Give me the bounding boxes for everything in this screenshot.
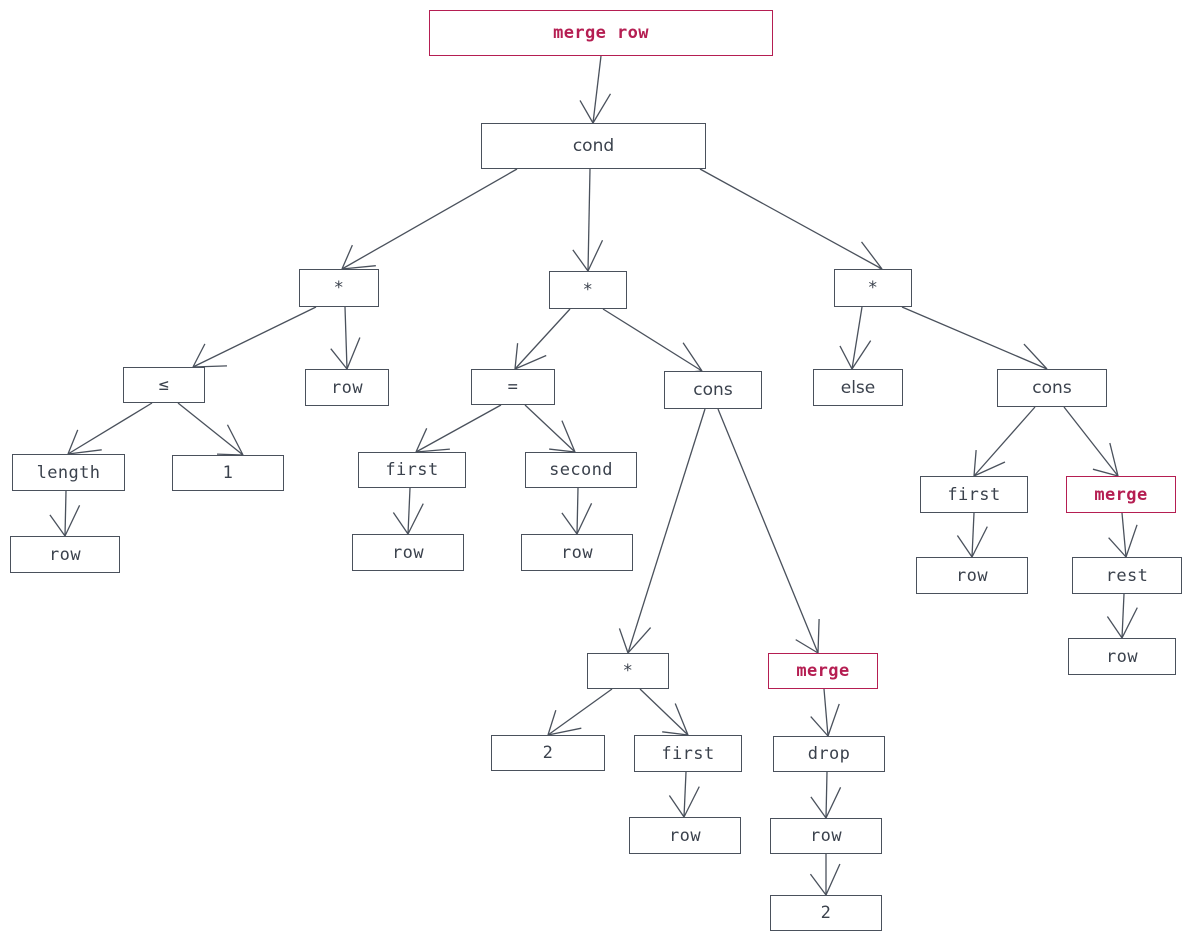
ast-node-label: merge [1094, 484, 1148, 505]
ast-node-length[interactable]: length [12, 454, 125, 491]
ast-node-row[interactable]: row [629, 817, 741, 854]
ast-node-rest[interactable]: rest [1072, 557, 1182, 594]
ast-node-row[interactable]: row [1068, 638, 1176, 675]
ast-node-label: cond [572, 136, 615, 156]
ast-node-label: cons [693, 380, 733, 400]
ast-node-label: else [840, 377, 876, 398]
ast-node-row[interactable]: row [305, 369, 389, 406]
ast-node-label: * [622, 661, 634, 681]
ast-node-label: length [36, 462, 101, 483]
ast-node-label: row [561, 542, 593, 563]
ast-node-row[interactable]: row [770, 818, 882, 854]
ast-node-label: 2 [542, 743, 554, 763]
ast-node-label: row [1106, 646, 1138, 667]
ast-node-label: * [582, 280, 594, 300]
ast-node-label: 2 [820, 903, 832, 923]
ast-node-label: rest [1105, 565, 1149, 586]
ast-node-label: first [947, 484, 1001, 505]
ast-node-first[interactable]: first [358, 452, 466, 488]
ast-node-second[interactable]: second [525, 452, 637, 488]
ast-node-label: row [331, 377, 363, 398]
ast-node-label: row [392, 542, 424, 563]
ast-node-label: merge [796, 661, 850, 681]
ast-node-label: 1 [222, 463, 234, 483]
ast-node-label: = [507, 377, 519, 397]
ast-node-2[interactable]: 2 [770, 895, 882, 931]
ast-node-cons[interactable]: cons [664, 371, 762, 409]
ast-node-label: row [810, 826, 842, 846]
ast-node-[interactable]: * [299, 269, 379, 307]
ast-node-label: first [385, 460, 439, 480]
ast-node-merge[interactable]: merge [1066, 476, 1176, 513]
ast-node-[interactable]: * [549, 271, 627, 309]
ast-node-[interactable]: * [587, 653, 669, 689]
ast-node-label: row [956, 565, 988, 586]
ast-node-label: second [549, 460, 613, 480]
ast-node-label: cons [1032, 378, 1072, 398]
ast-node-cons[interactable]: cons [997, 369, 1107, 407]
ast-node-merge[interactable]: merge [768, 653, 878, 689]
ast-node-merge-row[interactable]: merge row [429, 10, 773, 56]
ast-node-label: first [661, 743, 715, 764]
ast-node-row[interactable]: row [521, 534, 633, 571]
ast-node-label: * [333, 278, 345, 298]
ast-node-drop[interactable]: drop [773, 736, 885, 772]
ast-node-row[interactable]: row [10, 536, 120, 573]
ast-node-first[interactable]: first [634, 735, 742, 772]
ast-node-1[interactable]: 1 [172, 455, 284, 491]
ast-node-label: row [49, 544, 81, 565]
ast-node-cond[interactable]: cond [481, 123, 706, 169]
ast-node-label: drop [807, 744, 851, 764]
ast-node-[interactable]: ≤ [123, 367, 205, 403]
ast-node-label: * [867, 278, 879, 298]
ast-node-[interactable]: * [834, 269, 912, 307]
ast-node-2[interactable]: 2 [491, 735, 605, 771]
ast-node-first[interactable]: first [920, 476, 1028, 513]
ast-node-label: ≤ [158, 375, 170, 395]
ast-node-row[interactable]: row [352, 534, 464, 571]
ast-node-[interactable]: = [471, 369, 555, 405]
ast-node-label: merge row [553, 23, 649, 43]
ast-node-label: row [669, 825, 701, 846]
ast-node-row[interactable]: row [916, 557, 1028, 594]
ast-node-else[interactable]: else [813, 369, 903, 406]
